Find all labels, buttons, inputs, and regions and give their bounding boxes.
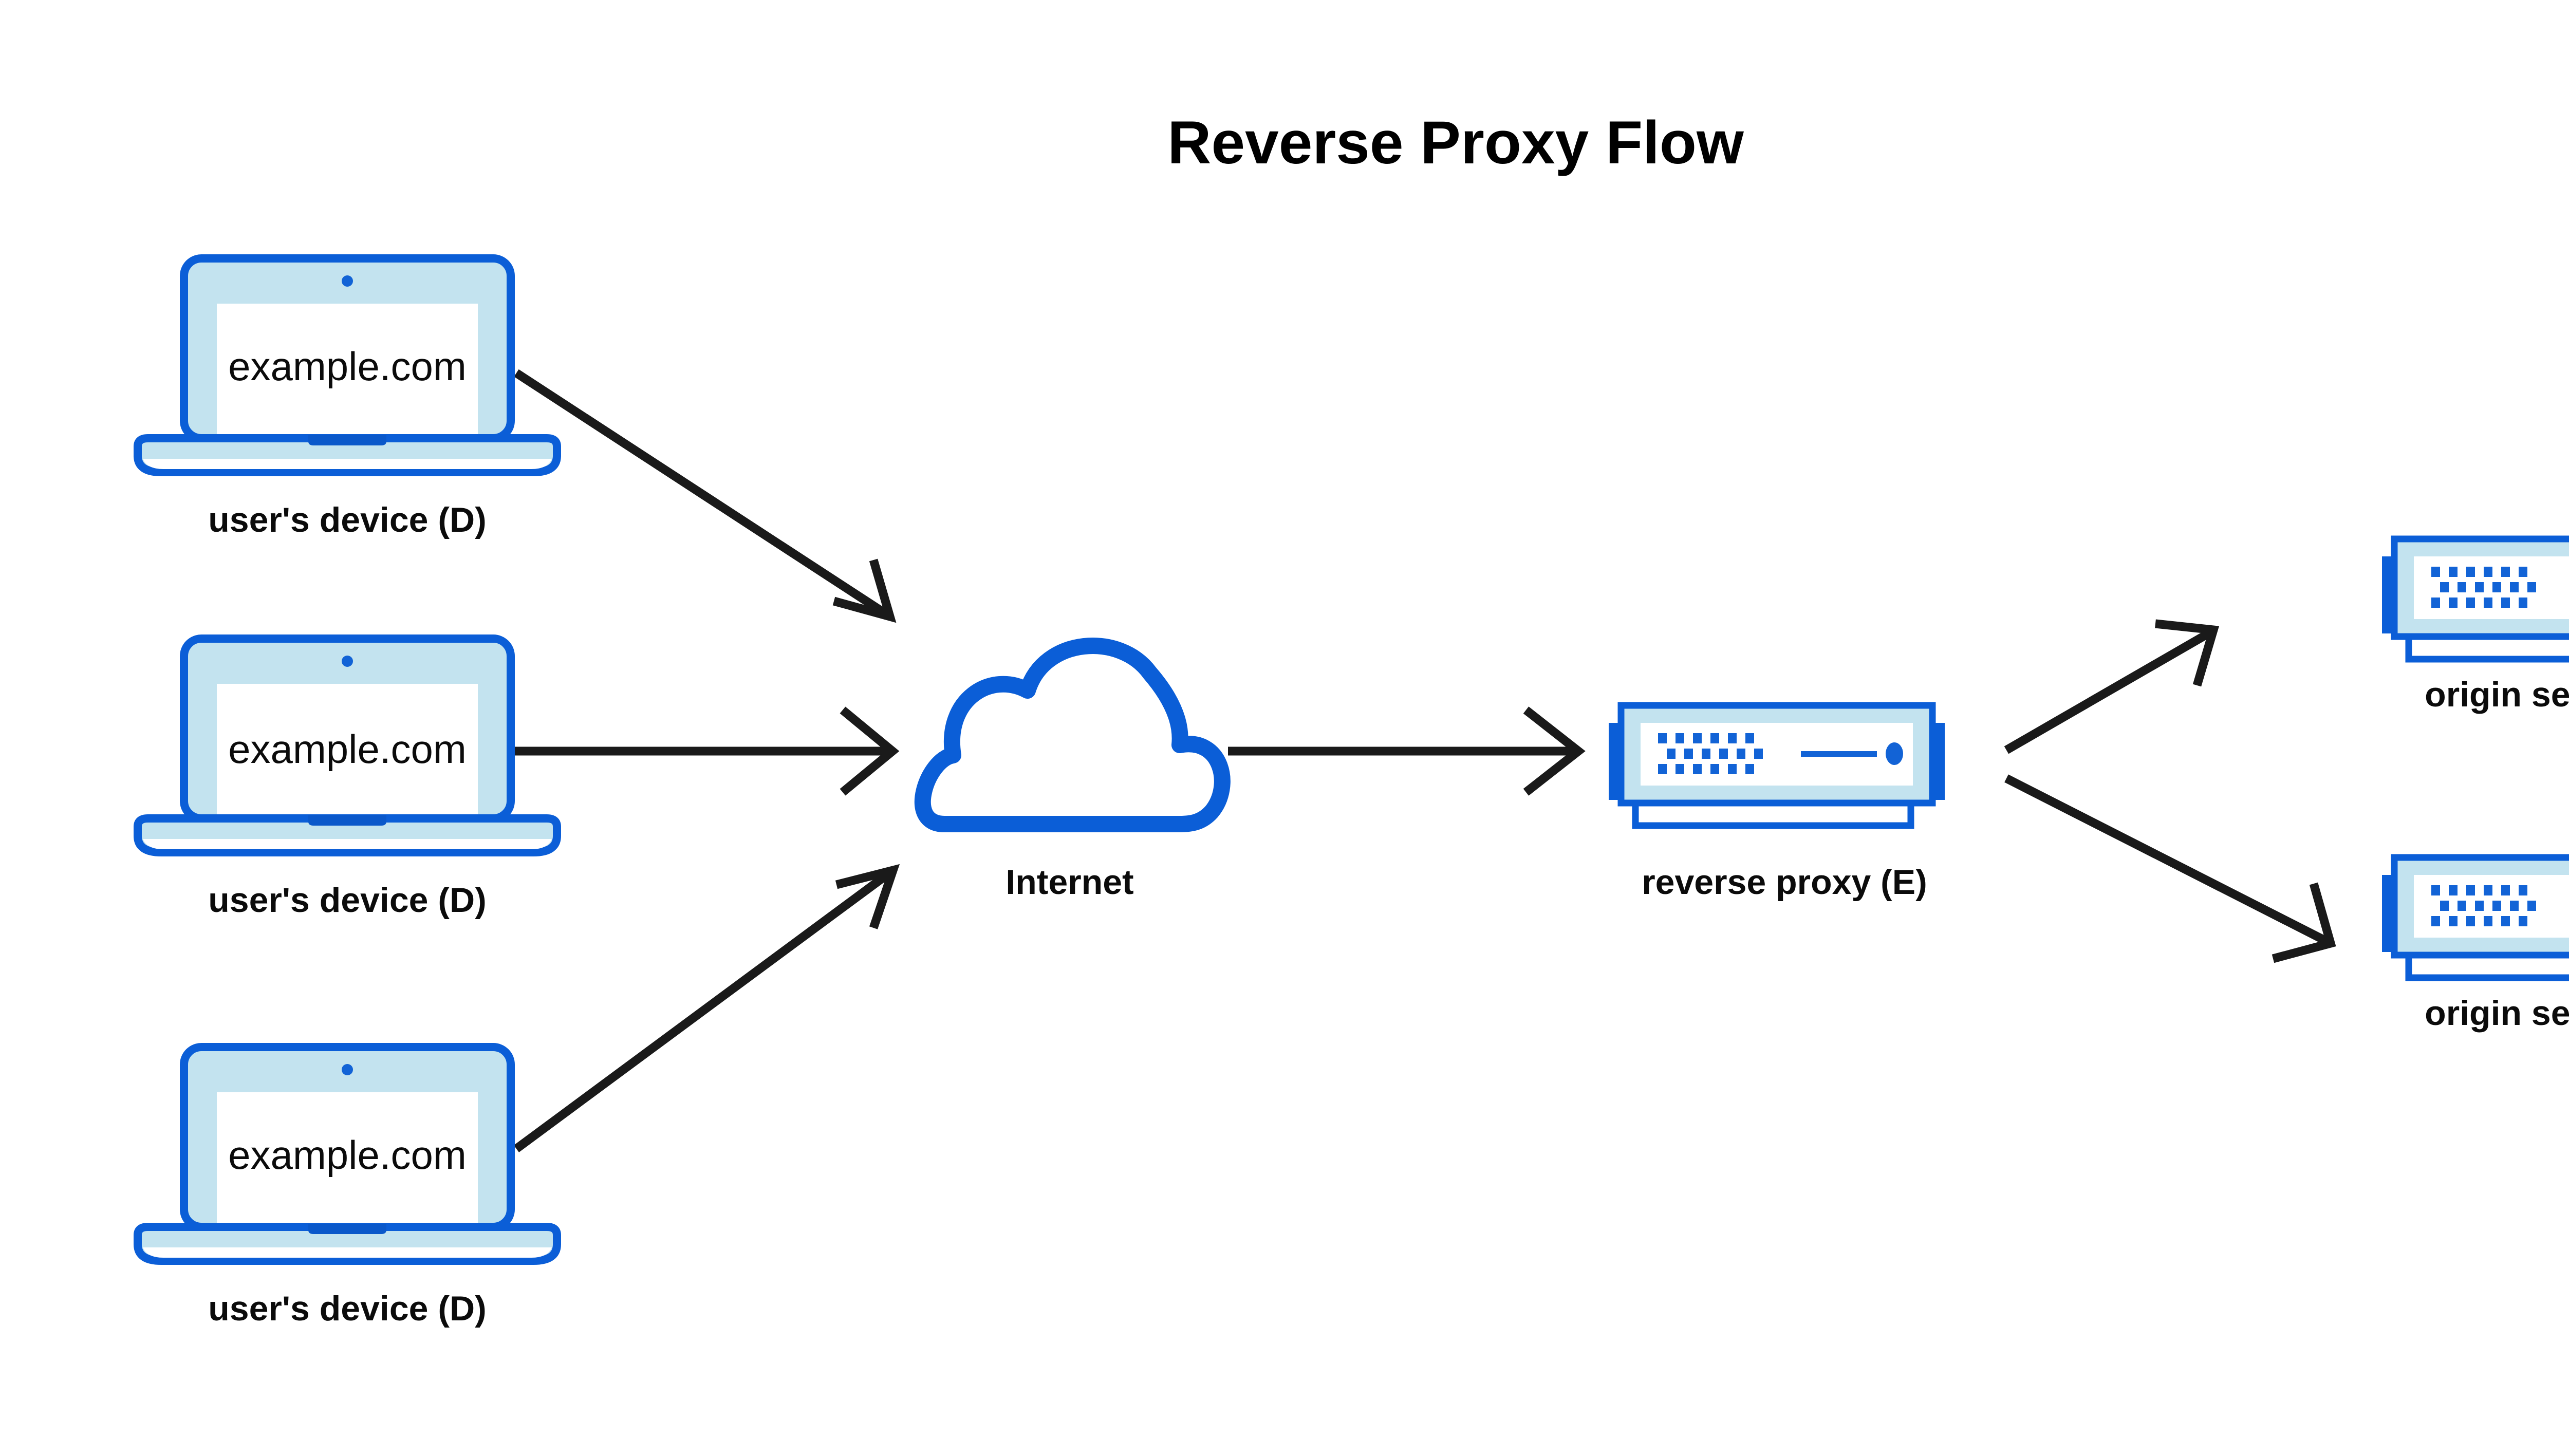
client-3-label: user's device (D) (208, 1289, 487, 1328)
client-3-screen-text: example.com (228, 1132, 467, 1178)
edge-client3-internet (513, 864, 900, 1152)
page-title: Reverse Proxy Flow (1167, 109, 1744, 177)
client-1-screen-text: example.com (228, 344, 467, 389)
client-2-screen-text: example.com (228, 726, 467, 772)
edge-client2-internet (514, 706, 900, 796)
node-client-2[interactable]: example.com user's device (D) (138, 639, 557, 920)
reverse-proxy-label: reverse proxy (E) (1642, 863, 1927, 902)
node-internet[interactable]: Internet (914, 638, 1231, 902)
cloud-icon (914, 638, 1231, 832)
node-client-1[interactable]: example.com user's device (D) (138, 258, 557, 539)
node-client-3[interactable]: example.com user's device (D) (138, 1047, 557, 1328)
origin-1-label: origin server (F) (2425, 675, 2569, 714)
edge-client1-internet (514, 369, 897, 623)
origin-2-label: origin server (F) (2425, 994, 2569, 1033)
node-origin-1[interactable]: origin server (F) (2382, 539, 2569, 714)
edge-layer (513, 369, 2336, 1152)
client-2-label: user's device (D) (208, 881, 487, 920)
client-1-label: user's device (D) (208, 500, 487, 539)
edge-proxy-origin1 (2004, 619, 2220, 754)
server-icon (1609, 705, 1945, 826)
node-reverse-proxy[interactable]: reverse proxy (E) (1609, 705, 1945, 902)
internet-label: Internet (1006, 863, 1133, 902)
server-icon (2382, 539, 2569, 659)
edge-internet-proxy (1228, 706, 1586, 796)
node-origin-2[interactable]: origin server (F) (2382, 857, 2569, 1033)
server-icon (2382, 857, 2569, 978)
edge-proxy-origin2 (2004, 774, 2336, 963)
